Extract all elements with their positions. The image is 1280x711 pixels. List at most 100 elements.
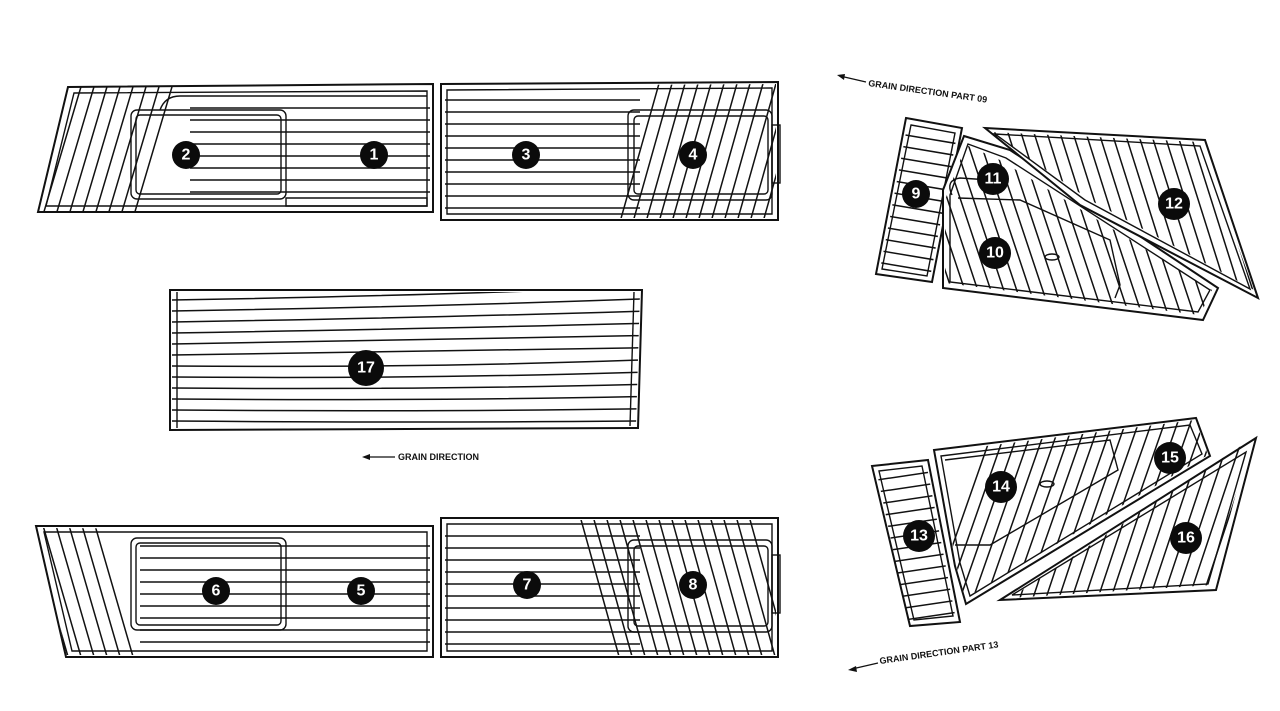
grain-line — [1171, 440, 1233, 598]
svg-text:8: 8 — [689, 577, 698, 594]
grain-line — [789, 80, 829, 222]
grain-line — [1185, 132, 1247, 290]
grain-line — [749, 84, 776, 218]
part-marker-12: 12 — [1158, 188, 1190, 220]
grain-line — [172, 408, 640, 412]
part-marker-3: 3 — [512, 141, 540, 169]
grain-line — [172, 298, 640, 312]
grain-line — [42, 86, 84, 212]
svg-text:11: 11 — [985, 171, 1002, 188]
cluster-upper-right — [874, 116, 1260, 322]
grain-line — [1263, 430, 1280, 610]
grain-direction-part-13-arrow — [848, 662, 879, 672]
grain-line — [955, 420, 1027, 598]
grain-line — [172, 310, 640, 323]
grain-line — [775, 84, 776, 218]
part-marker-16: 16 — [1170, 522, 1202, 554]
part-marker-7: 7 — [513, 571, 541, 599]
grain-line — [68, 86, 110, 212]
grain-direction-part-09-label: GRAIN DIRECTION PART 09 — [868, 78, 988, 105]
part-marker-2: 2 — [172, 141, 200, 169]
grain-line — [876, 610, 956, 622]
grain-line — [172, 359, 640, 368]
part-marker-13: 13 — [903, 520, 935, 552]
grain-direction-arrow: GRAIN DIRECTION — [362, 452, 479, 462]
panel-5 — [0, 522, 434, 660]
grain-line — [658, 84, 700, 218]
grain-direction-part-13-label: GRAIN DIRECTION PART 13 — [879, 639, 999, 666]
grain-line — [67, 528, 109, 655]
svg-text:3: 3 — [522, 147, 531, 164]
grain-line — [40, 528, 44, 655]
part-marker-14: 14 — [985, 471, 1017, 503]
grain-line — [632, 84, 674, 218]
part-marker-1: 1 — [360, 141, 388, 169]
grain-line — [981, 420, 1053, 598]
part-marker-15: 15 — [1154, 442, 1186, 474]
part-marker-5: 5 — [347, 577, 375, 605]
panel-1 — [36, 82, 434, 213]
grain-line — [93, 528, 135, 655]
grain-line — [41, 528, 83, 655]
svg-text:17: 17 — [357, 360, 375, 377]
grain-line — [172, 420, 640, 423]
grain-line — [0, 522, 30, 660]
svg-text:15: 15 — [1161, 450, 1179, 467]
grain-direction-part-09-arrow — [837, 74, 867, 83]
part-marker-9: 9 — [902, 180, 930, 208]
svg-text:5: 5 — [357, 583, 366, 600]
grain-line — [723, 84, 765, 218]
grain-line — [618, 520, 660, 655]
part-marker-10: 10 — [979, 237, 1011, 269]
part-marker-17: 17 — [348, 350, 384, 386]
panel-3 — [440, 80, 829, 222]
svg-text:14: 14 — [992, 479, 1010, 496]
grain-lines-panel-17 — [172, 292, 640, 423]
grain-line — [968, 420, 1040, 598]
part-marker-8: 8 — [679, 571, 707, 599]
svg-text:1: 1 — [370, 147, 379, 164]
grain-line — [55, 86, 97, 212]
svg-text:13: 13 — [910, 528, 928, 545]
svg-text:4: 4 — [689, 147, 698, 164]
grain-line — [619, 84, 661, 218]
svg-text:2: 2 — [182, 147, 191, 164]
grain-line — [120, 86, 162, 212]
grain-line — [736, 84, 776, 218]
grain-line — [133, 86, 175, 212]
svg-text:10: 10 — [986, 245, 1004, 262]
grain-line — [172, 371, 640, 379]
grain-line — [172, 347, 640, 356]
grain-line — [80, 528, 122, 655]
grain-line — [605, 520, 647, 655]
grain-line — [645, 84, 687, 218]
grain-line — [1276, 430, 1280, 610]
grain-line — [172, 322, 640, 334]
grain-line — [1249, 440, 1250, 598]
grain-line — [697, 84, 739, 218]
grain-line — [592, 520, 634, 655]
svg-text:9: 9 — [912, 186, 921, 203]
svg-text:7: 7 — [523, 577, 532, 594]
part-marker-6: 6 — [202, 577, 230, 605]
grain-line — [81, 86, 123, 212]
grain-line — [172, 292, 640, 301]
grain-line — [172, 334, 640, 345]
grain-direction-label: GRAIN DIRECTION — [398, 452, 479, 462]
part-marker-4: 4 — [679, 141, 707, 169]
cluster-lower-right — [870, 416, 1280, 628]
grain-line — [172, 383, 640, 390]
grain-line — [94, 86, 136, 212]
svg-text:12: 12 — [1165, 196, 1183, 213]
grain-line — [54, 528, 96, 655]
grain-line — [710, 84, 752, 218]
grain-lines-panel-1 — [38, 86, 430, 212]
part-marker-11: 11 — [977, 163, 1009, 195]
grain-line — [1184, 440, 1246, 598]
grain-line — [579, 520, 621, 655]
svg-text:6: 6 — [212, 583, 221, 600]
svg-text:16: 16 — [1177, 530, 1195, 547]
grain-line — [107, 86, 149, 212]
grain-line — [172, 395, 640, 401]
